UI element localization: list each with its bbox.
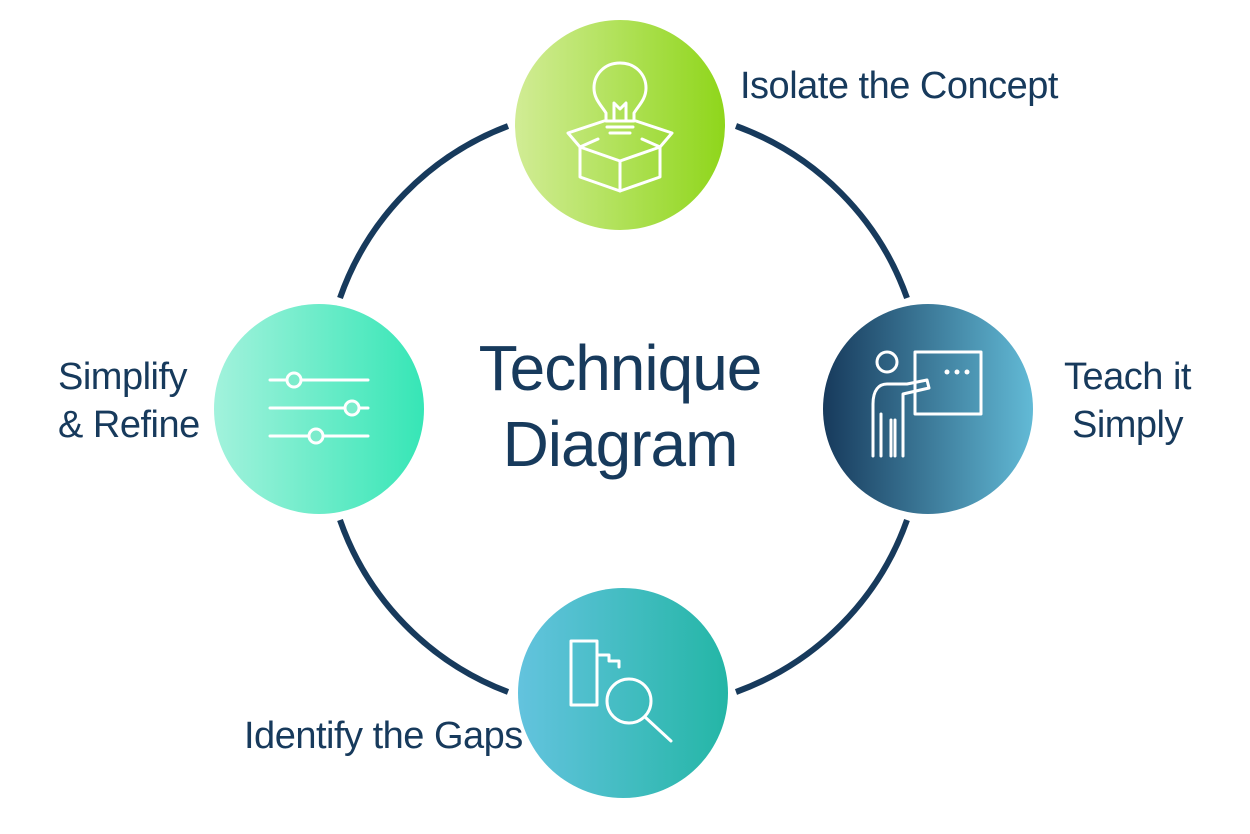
ring-arc-top-right [734, 123, 910, 300]
step-label-line: Simplify [58, 356, 188, 398]
step-label-line: Isolate the Concept [740, 65, 1058, 107]
step-label-teach: Teach it Simply [1064, 353, 1191, 449]
lightbulb-box-icon [566, 61, 674, 193]
step-label-line: Simply [1071, 404, 1184, 446]
step-node-isolate [515, 20, 725, 230]
teacher-board-icon [871, 350, 983, 458]
diagram-title-line: Diagram [502, 408, 739, 480]
step-node-teach [823, 304, 1033, 514]
step-label-simplify: Simplify & Refine [58, 353, 200, 449]
ring-arc-top-left [337, 123, 510, 299]
ring-arc-bottom-right [734, 518, 910, 695]
ring-arc-bottom-left [337, 519, 510, 695]
step-label-line: Teach it [1064, 356, 1191, 398]
step-label-identify: Identify the Gaps [244, 712, 523, 760]
diagram-title: Technique Diagram [440, 330, 800, 482]
step-label-line: Identify the Gaps [244, 715, 523, 757]
step-label-line: & Refine [58, 404, 200, 446]
step-node-simplify [214, 304, 424, 514]
diagram-title-line: Technique [478, 332, 763, 404]
sliders-icon [268, 371, 370, 445]
step-label-isolate: Isolate the Concept [740, 62, 1058, 110]
magnifier-chart-icon [569, 639, 673, 743]
step-node-identify [518, 588, 728, 798]
